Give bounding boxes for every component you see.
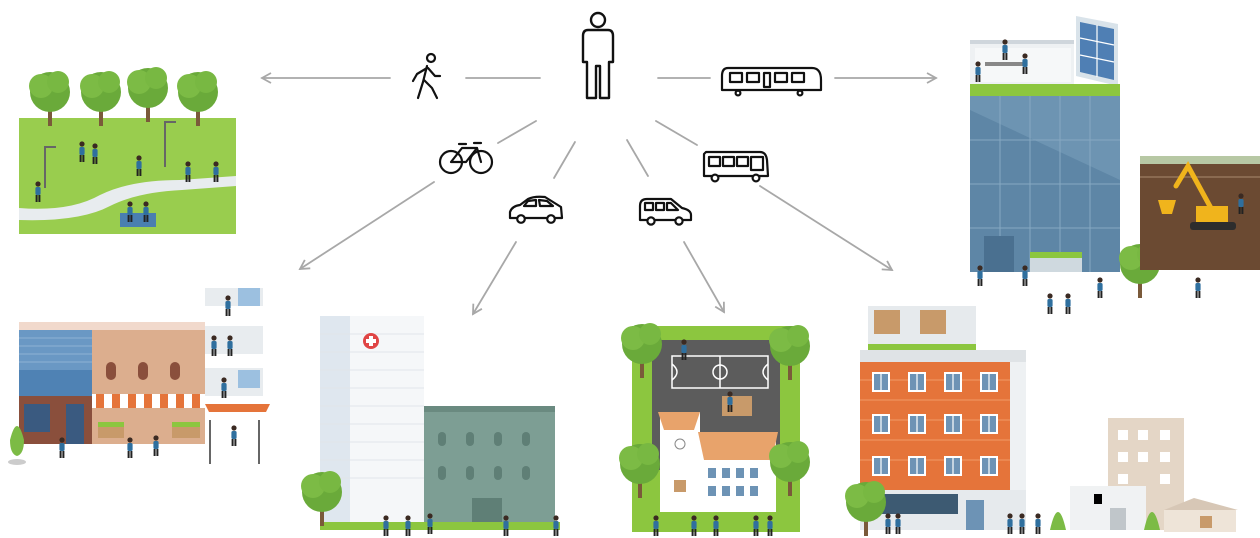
walking-person-icon [411,52,442,100]
park-illustration [19,67,236,234]
bus-icon [702,150,770,183]
arrow-bus-to-housing [759,185,894,271]
arrow-bicycle-to-shops [298,181,435,271]
connector-arrows [260,72,938,316]
school-illustration [619,323,810,536]
line-center-to-bus [655,120,698,146]
line-center-to-van [626,139,649,177]
bicycle-icon [438,141,494,175]
office-building-illustration [970,16,1260,314]
hospital-illustration [301,316,560,536]
apartment-block-illustration [845,306,1238,536]
person-icon [581,11,615,100]
van-icon [638,197,693,226]
line-center-to-car [553,141,576,179]
line-center-to-bicycle [497,120,537,144]
arrow-car-to-hospital [472,241,517,316]
car-icon [508,195,564,224]
shopfront-street-illustration [8,288,270,465]
arrow-van-to-school [683,241,725,314]
train-icon [720,66,823,97]
